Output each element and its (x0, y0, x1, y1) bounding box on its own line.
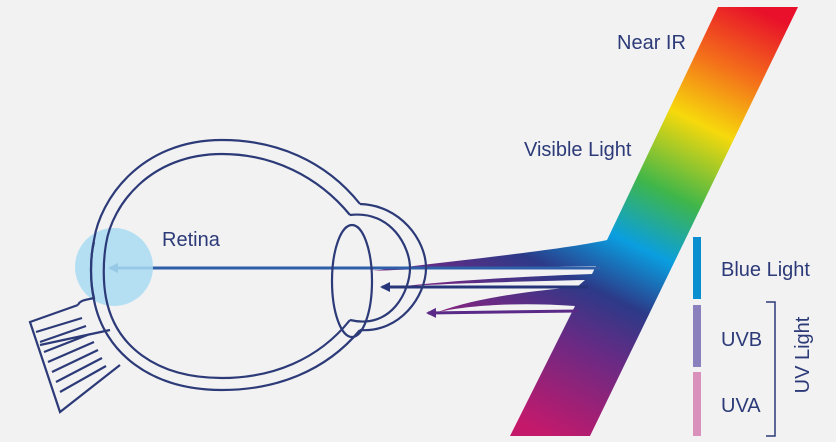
near-ir-label: Near IR (617, 32, 686, 54)
blue-light-bar (693, 237, 701, 299)
retina-label: Retina (162, 229, 220, 251)
retina-highlight (75, 228, 153, 306)
uvb-bar (693, 305, 701, 367)
blue-light-label: Blue Light (721, 259, 810, 281)
uva-bar (693, 372, 701, 436)
uvb-label: UVB (721, 329, 763, 351)
uva-arrow (426, 307, 579, 318)
visible-light-label: Visible Light (524, 139, 632, 161)
uv-light-bracket (766, 301, 776, 437)
uv-light-label: UV Light (792, 316, 814, 394)
eye-outline (28, 138, 428, 414)
light-spectrum-band (372, 7, 798, 436)
uva-label: UVA (721, 395, 761, 417)
